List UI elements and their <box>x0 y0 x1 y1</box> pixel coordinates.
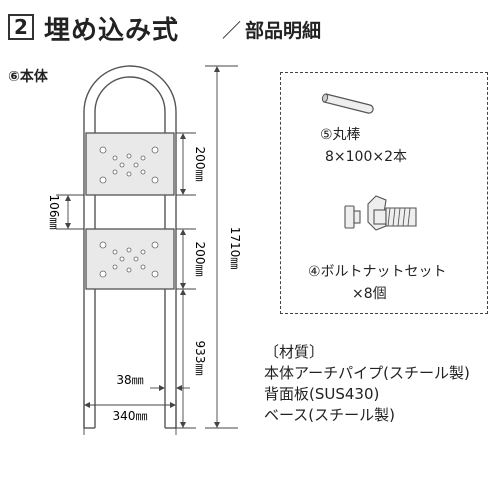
part-bolt-nut-spec: ×8個 <box>352 286 387 302</box>
slash-mark: ／ <box>222 20 242 42</box>
materials-block: 〔材質〕 本体アーチパイプ(スチール製) 背面板(SUS430) ベース(スチー… <box>264 342 470 426</box>
material-item: 本体アーチパイプ(スチール製) <box>264 364 470 382</box>
dim-embed-height: 933㎜ <box>193 341 207 376</box>
dim-total-height: 1710㎜ <box>228 227 242 270</box>
parts-illustrations <box>321 93 417 231</box>
part-round-bar-name: ⑤丸棒 <box>320 127 361 143</box>
bolt-nut-illustration <box>344 195 417 231</box>
part-bolt-nut-name: ④ボルトナットセット <box>308 264 447 280</box>
section-number: 2 <box>8 14 34 40</box>
material-item: ベース(スチール製) <box>264 406 395 424</box>
part-round-bar-spec: 8×100×2本 <box>325 149 407 165</box>
dim-plate-height-2: 200㎜ <box>193 242 207 277</box>
arch-inner-outline <box>94 76 166 428</box>
lower-plate <box>85 228 175 290</box>
parts-box <box>280 72 488 314</box>
arch-drawing: 200㎜ 200㎜ 933㎜ 1710㎜ 106㎜ 38㎜ 340㎜ <box>47 65 242 435</box>
dim-width: 340㎜ <box>113 409 148 423</box>
subtitle-text: 部品明細 <box>245 20 322 42</box>
page-title: 埋め込み式 <box>44 16 180 46</box>
round-bar-illustration <box>321 93 374 114</box>
arch-outer-outline <box>83 65 177 428</box>
materials-heading: 〔材質〕 <box>264 343 325 361</box>
upper-plate <box>85 132 175 196</box>
dim-plate-gap: 106㎜ <box>47 195 61 230</box>
dim-plate-height-1: 200㎜ <box>193 147 207 182</box>
page-subtitle: ／部品明細 <box>222 16 321 43</box>
dim-pipe-diameter: 38㎜ <box>116 373 143 387</box>
material-item: 背面板(SUS430) <box>264 385 380 403</box>
body-label: ⑥本体 <box>8 69 48 85</box>
